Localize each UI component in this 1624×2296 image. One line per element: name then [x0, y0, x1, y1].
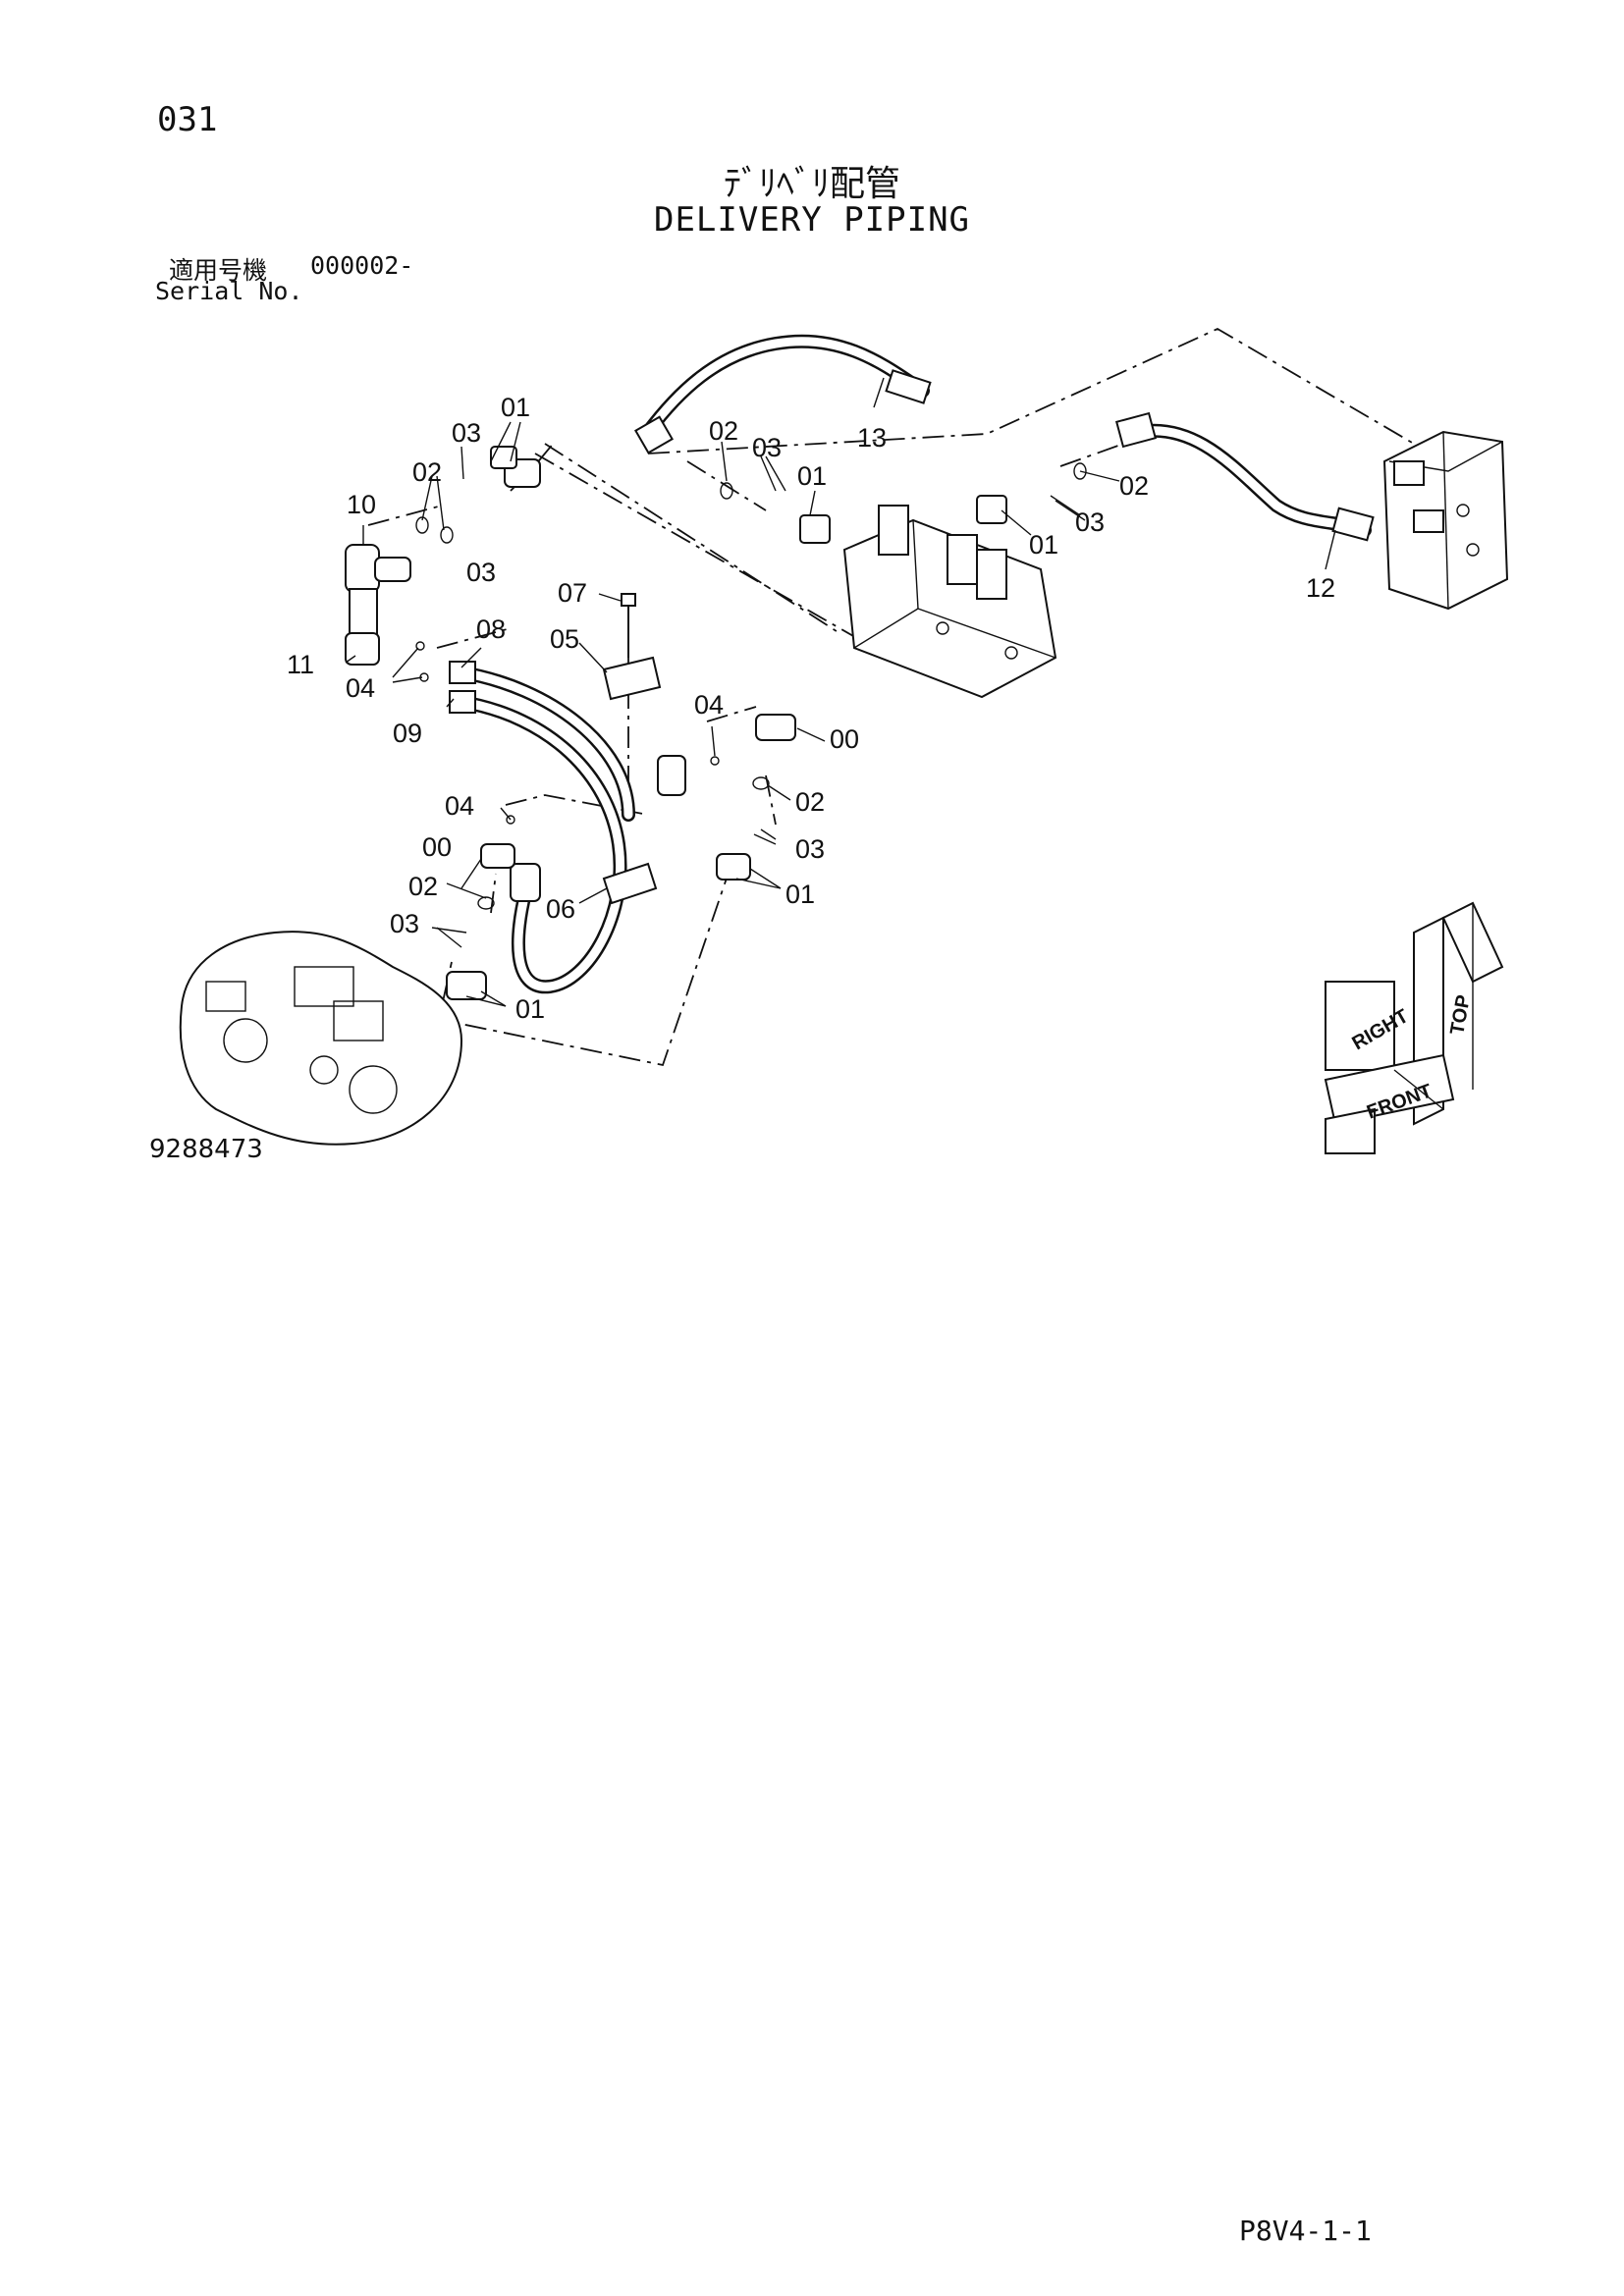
callout-05: 05 — [550, 624, 579, 654]
connection-lines — [367, 327, 1415, 1067]
serial-label-japanese: 適用号機 — [169, 256, 268, 285]
clamps — [602, 593, 662, 905]
callout-04: 04 — [346, 673, 375, 703]
callout-01: 01 — [1029, 530, 1058, 560]
callout-00: 00 — [422, 832, 452, 862]
callout-03: 03 — [1075, 507, 1105, 537]
callout-02: 02 — [412, 457, 442, 487]
callout-04: 04 — [694, 690, 724, 720]
control-valve — [1382, 430, 1509, 611]
callout-01: 01 — [785, 880, 815, 909]
callout-03: 03 — [752, 433, 782, 462]
callout-03: 03 — [390, 909, 419, 938]
callout-02: 02 — [1119, 471, 1149, 501]
callout-11: 11 — [287, 650, 314, 679]
callout-07: 07 — [558, 578, 587, 608]
center-valve-block — [842, 505, 1057, 699]
callout-01: 01 — [501, 393, 530, 422]
elbow-fittings-10-11 — [345, 458, 541, 666]
callout-02: 02 — [709, 416, 738, 446]
page-number: 031 — [157, 100, 218, 139]
footer-page-code: P8V4-1-1 — [1239, 2215, 1372, 2247]
callout-04: 04 — [445, 791, 474, 821]
small-fittings — [415, 446, 1087, 1000]
orientation-top-label: TOP — [1446, 993, 1475, 1037]
callout-08: 08 — [476, 614, 506, 644]
callout-02: 02 — [408, 872, 438, 901]
leader-lines — [345, 377, 1336, 1007]
callout-02: 02 — [795, 787, 825, 817]
title-japanese: ﾃﾞﾘﾍﾞﾘ配管 — [723, 164, 900, 204]
callout-labels: 01 03 02 10 03 11 04 08 09 07 05 06 04 0… — [287, 393, 1335, 1024]
callout-00: 00 — [830, 724, 859, 754]
callout-09: 09 — [393, 719, 422, 748]
serial-label-english: Serial No. — [155, 277, 303, 305]
callout-03: 03 — [795, 834, 825, 864]
callout-01: 01 — [797, 461, 827, 491]
callout-10: 10 — [347, 490, 376, 519]
callout-13: 13 — [857, 423, 887, 453]
callout-03: 03 — [466, 558, 496, 587]
title-english: DELIVERY PIPING — [653, 200, 971, 240]
serial-value: 000002- — [310, 251, 414, 280]
orientation-indicator: TOP RIGHT FRONT — [1324, 901, 1504, 1154]
hose-13 — [634, 334, 932, 454]
callout-01: 01 — [515, 994, 545, 1024]
hoses-08-09 — [449, 661, 686, 994]
callout-03: 03 — [452, 418, 481, 448]
hose-12 — [1114, 411, 1375, 542]
callout-12: 12 — [1306, 573, 1335, 603]
pump-assembly — [179, 931, 463, 1146]
drawing-id: 9288473 — [149, 1135, 263, 1164]
callout-06: 06 — [546, 894, 575, 924]
